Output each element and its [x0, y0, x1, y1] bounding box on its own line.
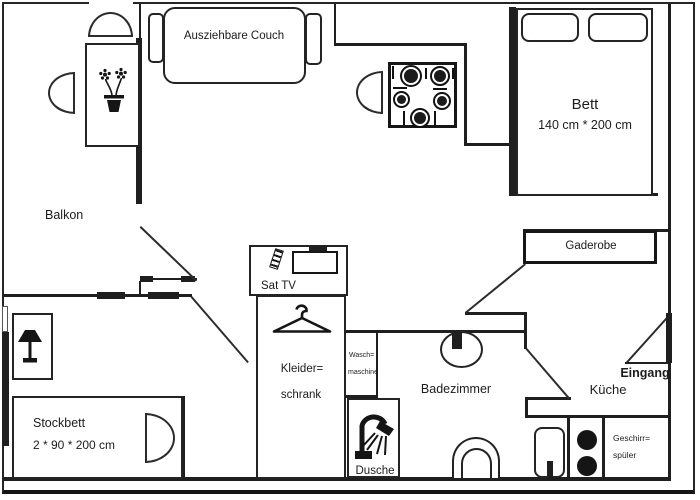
plate-icon [400, 65, 422, 87]
wall-segment [525, 397, 571, 400]
dishwasher-label-2: spüler [613, 450, 637, 460]
clothes-hanger-icon [270, 302, 334, 340]
cutlery-icon [425, 68, 427, 79]
potted-plant-icon [96, 66, 132, 114]
bed-pillow [521, 13, 579, 42]
couch-armrest [148, 13, 164, 63]
room-label-balkon: Balkon [45, 208, 84, 222]
wardrobe-box [523, 230, 657, 264]
closet-label-1: Kleider= [280, 363, 324, 375]
cutlery-icon [452, 68, 454, 79]
lamp-icon [16, 329, 44, 365]
washbasin-tap [452, 332, 462, 349]
cutlery-icon [434, 111, 436, 125]
shower-label: Dusche [355, 465, 395, 477]
toilet-icon-inner [461, 448, 492, 478]
lamp-table [12, 313, 53, 380]
cutlery-icon [433, 88, 447, 90]
stove-burner-icon [577, 430, 597, 450]
cutlery-icon [392, 66, 394, 79]
washer-label-1: Wasch= [349, 352, 375, 359]
entrance-label: Eingang [620, 366, 670, 380]
wall-segment [139, 4, 141, 40]
door-opening [89, 2, 133, 6]
bed-dimensions: 140 cm * 200 cm [538, 118, 632, 132]
wall-segment [140, 278, 197, 280]
kitchen-label: Küche [589, 382, 627, 397]
wall-segment [376, 333, 378, 397]
bed-label: Bett [571, 96, 599, 113]
bunk-bed-dimensions: 2 * 90 * 200 cm [33, 438, 116, 452]
cutlery-icon [403, 111, 405, 125]
wall-segment [625, 362, 670, 364]
wall-segment [602, 418, 605, 478]
wall-segment [567, 418, 570, 478]
wall-segment [334, 4, 336, 45]
window-hatch [97, 292, 125, 299]
shower-cabin [347, 398, 400, 478]
wall-segment [334, 43, 467, 46]
wall-segment [465, 312, 527, 315]
window-hatch [181, 276, 195, 282]
sat-tv-label: Sat TV [261, 280, 296, 292]
wall-segment [509, 7, 516, 196]
bunk-bed-label: Stockbett [33, 416, 86, 430]
plate-icon [433, 92, 451, 110]
dishwasher-label-1: Geschirr= [613, 433, 651, 443]
plate-icon [393, 91, 410, 108]
tv-mount [309, 246, 327, 251]
plate-icon [410, 108, 430, 128]
couch-label: Ausziehbare Couch [183, 30, 285, 42]
plate-icon [430, 66, 450, 86]
plant-table [85, 43, 140, 147]
closet-label-2: schrank [280, 389, 322, 401]
window-hatch [148, 292, 179, 299]
couch-armrest [305, 13, 322, 65]
wall-segment [464, 43, 467, 146]
wall-segment [346, 330, 527, 333]
wall-segment [668, 4, 671, 478]
window-marker [2, 306, 8, 332]
stove-burner-icon [577, 456, 597, 476]
shower-icon [354, 402, 398, 462]
sink-tap [547, 461, 553, 479]
window-hatch [140, 276, 153, 282]
cutlery-icon [393, 87, 407, 89]
wardrobe-label: Gaderobe [565, 240, 617, 252]
tv-icon [292, 251, 338, 274]
closet-box [256, 295, 346, 479]
bottom-wall [3, 477, 671, 481]
wall-segment [2, 332, 9, 446]
outer-wall [2, 2, 695, 494]
wall-segment [139, 281, 141, 297]
wall-segment [464, 143, 512, 146]
bed-pillow [588, 13, 648, 42]
couch [163, 7, 306, 84]
wall-segment [182, 396, 185, 480]
wall-segment [346, 395, 378, 398]
kitchen-counter-top [525, 415, 670, 418]
wall-segment [525, 397, 528, 418]
entrance-door-leaf [666, 313, 672, 363]
washer-label-2: maschine [348, 369, 378, 376]
bathroom-label: Badezimmer [420, 382, 492, 396]
